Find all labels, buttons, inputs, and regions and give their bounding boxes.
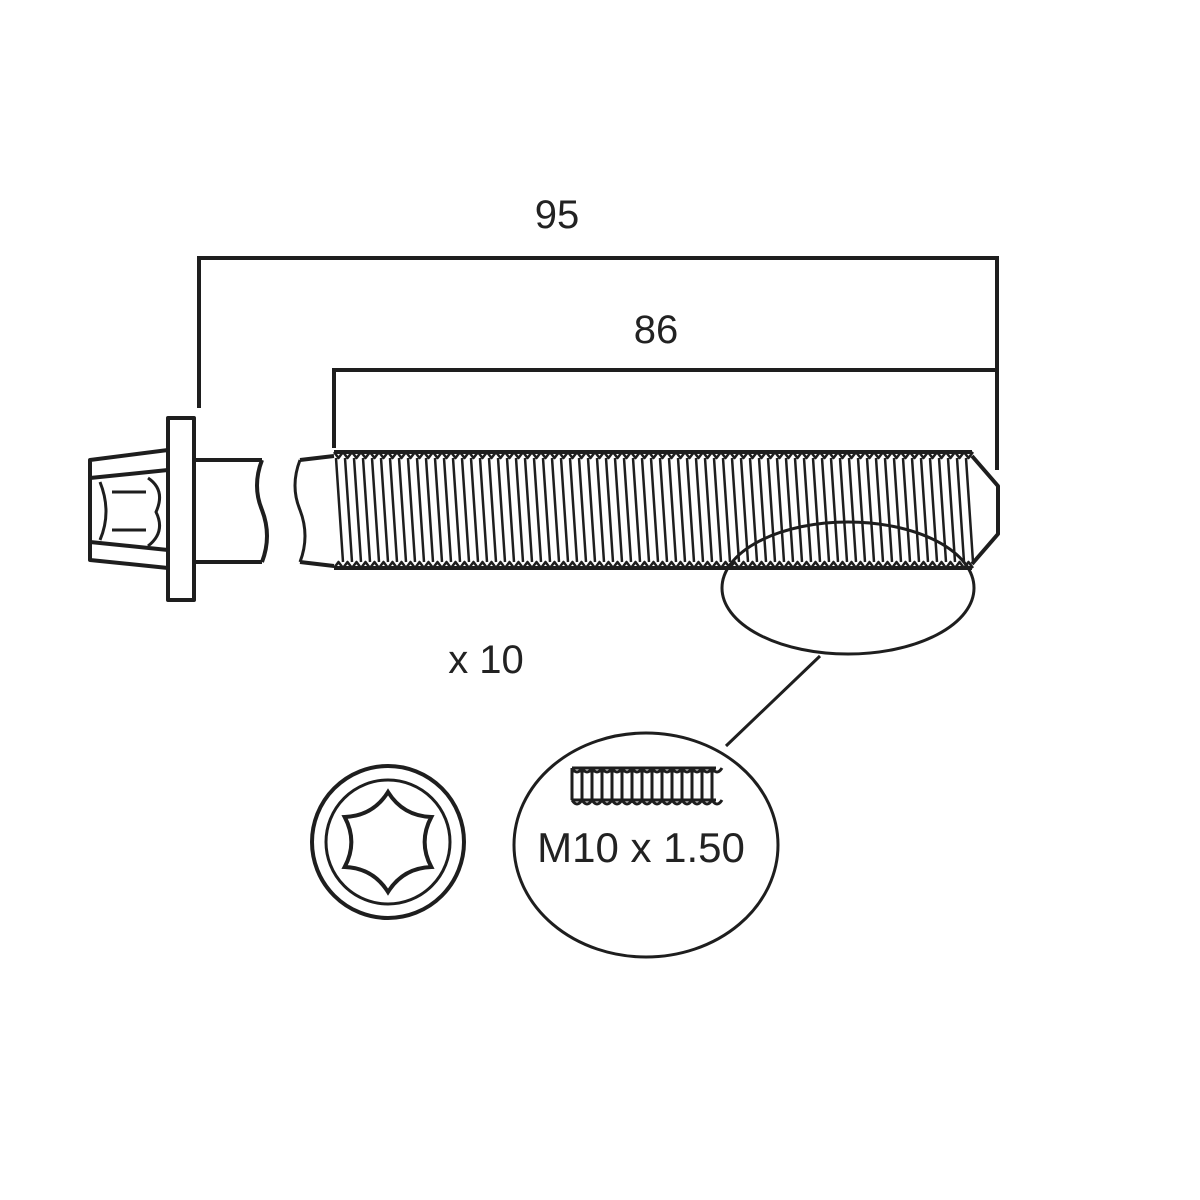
overall-length-label: 95 [535,193,580,237]
thread-detail-callout: M10 x 1.50 [512,731,780,959]
hex-head [88,448,170,570]
threaded-section [333,450,1000,570]
shank [194,454,335,568]
flange-washer [166,416,196,602]
torx-drive-icon [310,764,466,920]
thread-detail-highlight [720,520,976,656]
thread-length-dimension [332,368,995,448]
thread-spec-label: M10 x 1.50 [537,824,745,871]
callout-leader [724,654,822,748]
overall-length-dimension [197,256,999,470]
thread-teeth [333,451,975,569]
quantity-label: x 10 [448,638,524,682]
flanged-hex-bolt-icon [88,416,1000,602]
thread-profile-detail [570,766,724,806]
detail-thread-teeth [570,767,724,806]
thread-length-label: 86 [634,308,679,352]
